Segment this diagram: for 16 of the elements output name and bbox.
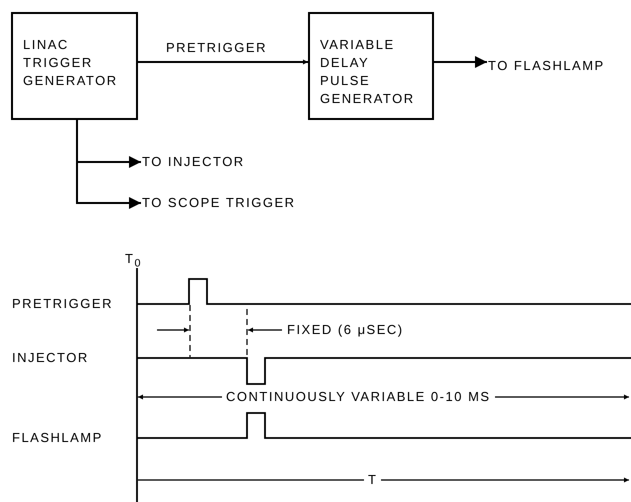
arrow [76, 120, 141, 209]
process-box [308, 12, 434, 120]
box-label: VARIABLE DELAY PULSE GENERATOR [320, 36, 410, 108]
output-label: TO FLASHLAMP [488, 58, 605, 74]
signal-label: FLASHLAMP [12, 430, 103, 446]
arrow [434, 56, 487, 68]
axis-label: T$_{0}$ [125, 251, 142, 272]
signal-label: PRETRIGGER [12, 296, 113, 312]
output-label: TO INJECTOR [142, 154, 245, 170]
arrow [138, 60, 308, 64]
box-label: LINAC TRIGGER GENERATOR [23, 36, 113, 90]
dimension-label: FIXED (6 μSEC) [287, 322, 404, 338]
process-box [11, 12, 138, 120]
signal-label: INJECTOR [12, 350, 89, 366]
output-label: TO SCOPE TRIGGER [142, 195, 296, 211]
edge-label: PRETRIGGER [166, 40, 267, 56]
